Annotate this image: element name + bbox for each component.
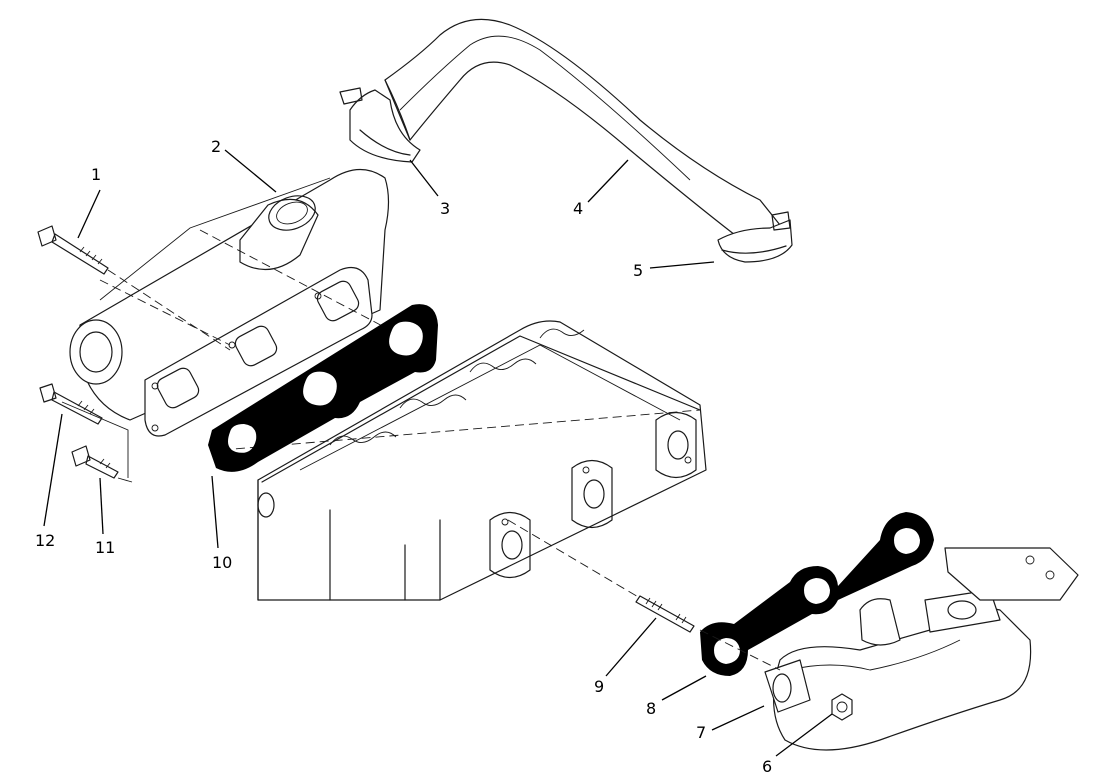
callout-6: 6 xyxy=(762,757,772,776)
callout-4: 4 xyxy=(573,199,583,218)
head-port-2 xyxy=(571,459,613,529)
gasket-upper xyxy=(208,304,438,472)
nut-6 xyxy=(831,693,853,721)
clamp-5 xyxy=(717,211,793,263)
manifold-lower xyxy=(764,547,1079,751)
bolt-12 xyxy=(39,383,103,425)
callout-9: 9 xyxy=(594,677,604,696)
outlet-elbow xyxy=(239,195,319,271)
callout-labels: 1 2 3 4 5 6 7 8 9 10 11 12 xyxy=(35,137,772,776)
callout-8: 8 xyxy=(646,699,656,718)
leader-lines xyxy=(43,149,833,757)
callout-11: 11 xyxy=(95,538,115,557)
manifold-upper xyxy=(69,168,391,437)
bolt-1 xyxy=(37,225,109,275)
callout-1: 1 xyxy=(91,165,101,184)
callout-3: 3 xyxy=(440,199,450,218)
callout-2: 2 xyxy=(211,137,221,156)
clamp-3 xyxy=(339,87,421,163)
stud-9 xyxy=(635,595,695,633)
callout-12: 12 xyxy=(35,531,55,550)
head-port-3 xyxy=(655,411,697,479)
callout-5: 5 xyxy=(633,261,643,280)
gasket-lower xyxy=(700,512,934,676)
head-port-1 xyxy=(489,511,531,579)
cylinder-head xyxy=(221,320,707,601)
bolt-11 xyxy=(71,445,119,479)
callout-7: 7 xyxy=(696,723,706,742)
callout-10: 10 xyxy=(212,553,232,572)
